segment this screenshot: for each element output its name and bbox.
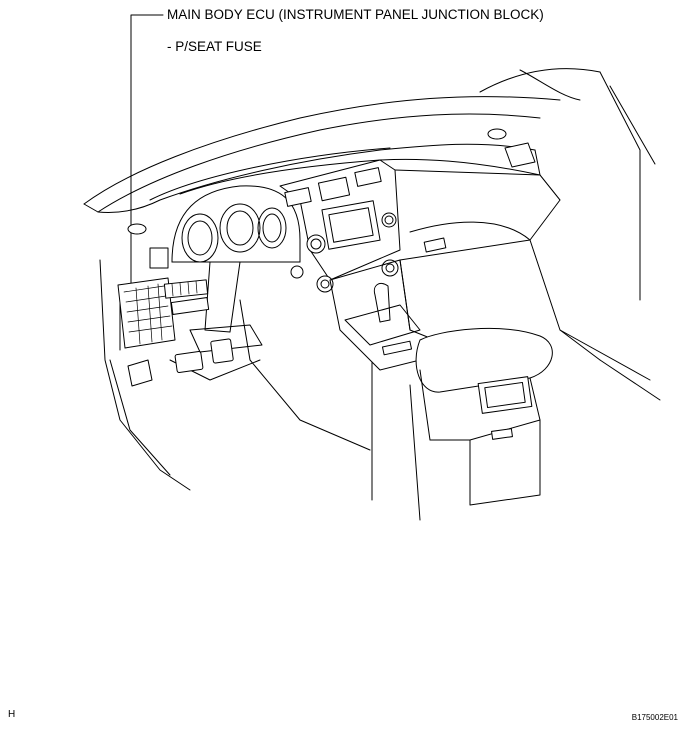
callout-title: MAIN BODY ECU (INSTRUMENT PANEL JUNCTION… (167, 7, 544, 22)
junction-block-icon (117, 247, 210, 349)
center-console (329, 259, 461, 521)
instrument-cluster (171, 185, 301, 263)
pedals (127, 338, 234, 387)
center-stack (279, 159, 401, 293)
figure-code: B175002E01 (631, 713, 678, 722)
dashboard-top (97, 128, 561, 235)
windshield-frame (83, 68, 656, 301)
rear-console (415, 328, 553, 506)
callout-leader-line (130, 14, 164, 346)
callout-subtitle: - P/SEAT FUSE (167, 39, 262, 54)
steering-column (189, 261, 263, 353)
corner-code-left: H (8, 709, 16, 720)
